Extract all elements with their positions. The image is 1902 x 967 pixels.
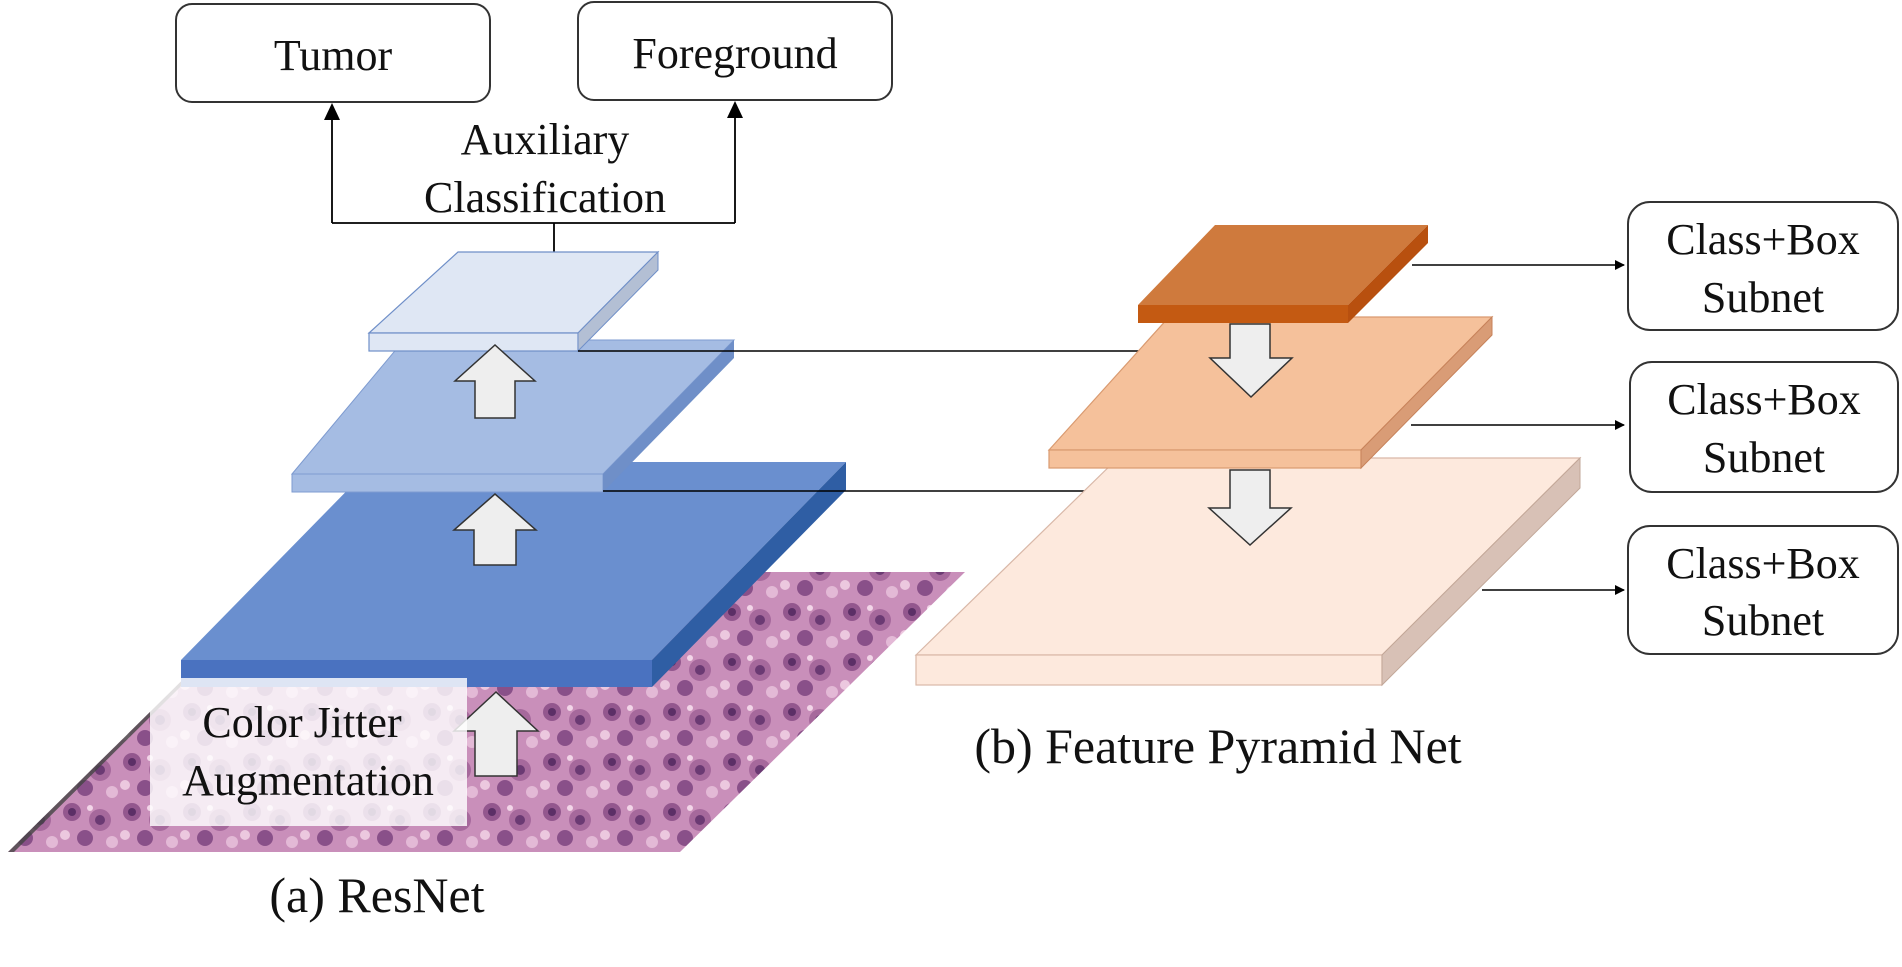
fpn-stack — [914, 225, 1582, 687]
subnet-1-line1: Class+Box — [1666, 215, 1860, 264]
foreground-label: Foreground — [632, 29, 837, 78]
resnet-layer-top — [367, 250, 660, 353]
fpn-layer-middle — [1047, 315, 1494, 470]
aux-label-line2: Classification — [424, 173, 666, 222]
up-arrow-middle — [453, 343, 537, 419]
subnet-2-line1: Class+Box — [1667, 375, 1861, 424]
up-arrow-bottom — [452, 493, 538, 566]
caption-resnet: (a) ResNet — [269, 867, 484, 923]
subnet-1-line2: Subnet — [1702, 273, 1824, 322]
subnet-2-line2: Subnet — [1703, 433, 1825, 482]
aux-connector — [331, 110, 736, 252]
aux-arrowhead-tumor — [324, 103, 340, 120]
subnet-2: Class+Box Subnet — [1629, 361, 1899, 493]
foreground-box — [577, 1, 893, 101]
augmentation-label: Color Jitter Augmentation — [150, 678, 467, 826]
augmentation-line1: Color Jitter — [202, 698, 402, 747]
subnet-3-line2: Subnet — [1702, 596, 1824, 645]
down-arrow-middle — [1207, 469, 1293, 547]
subnet-1: Class+Box Subnet — [1627, 201, 1899, 331]
augmentation-line2: Augmentation — [182, 756, 434, 805]
fpn-layer-top — [1138, 225, 1428, 323]
up-arrow-input — [452, 690, 540, 777]
aux-classification: Tumor Foreground Auxiliary Classificatio… — [175, 1, 893, 252]
aux-label-line1: Auxiliary — [461, 115, 630, 164]
aux-arrowhead-foreground — [727, 101, 743, 118]
tumor-label: Tumor — [274, 31, 393, 80]
down-arrow-top — [1208, 323, 1294, 399]
subnet-connections — [1411, 260, 1625, 595]
tumor-box — [175, 3, 491, 103]
subnet-3: Class+Box Subnet — [1627, 525, 1899, 655]
fpn-layer-bottom — [914, 456, 1582, 687]
caption-fpn: (b) Feature Pyramid Net — [974, 718, 1461, 774]
subnet-3-line1: Class+Box — [1666, 539, 1860, 588]
